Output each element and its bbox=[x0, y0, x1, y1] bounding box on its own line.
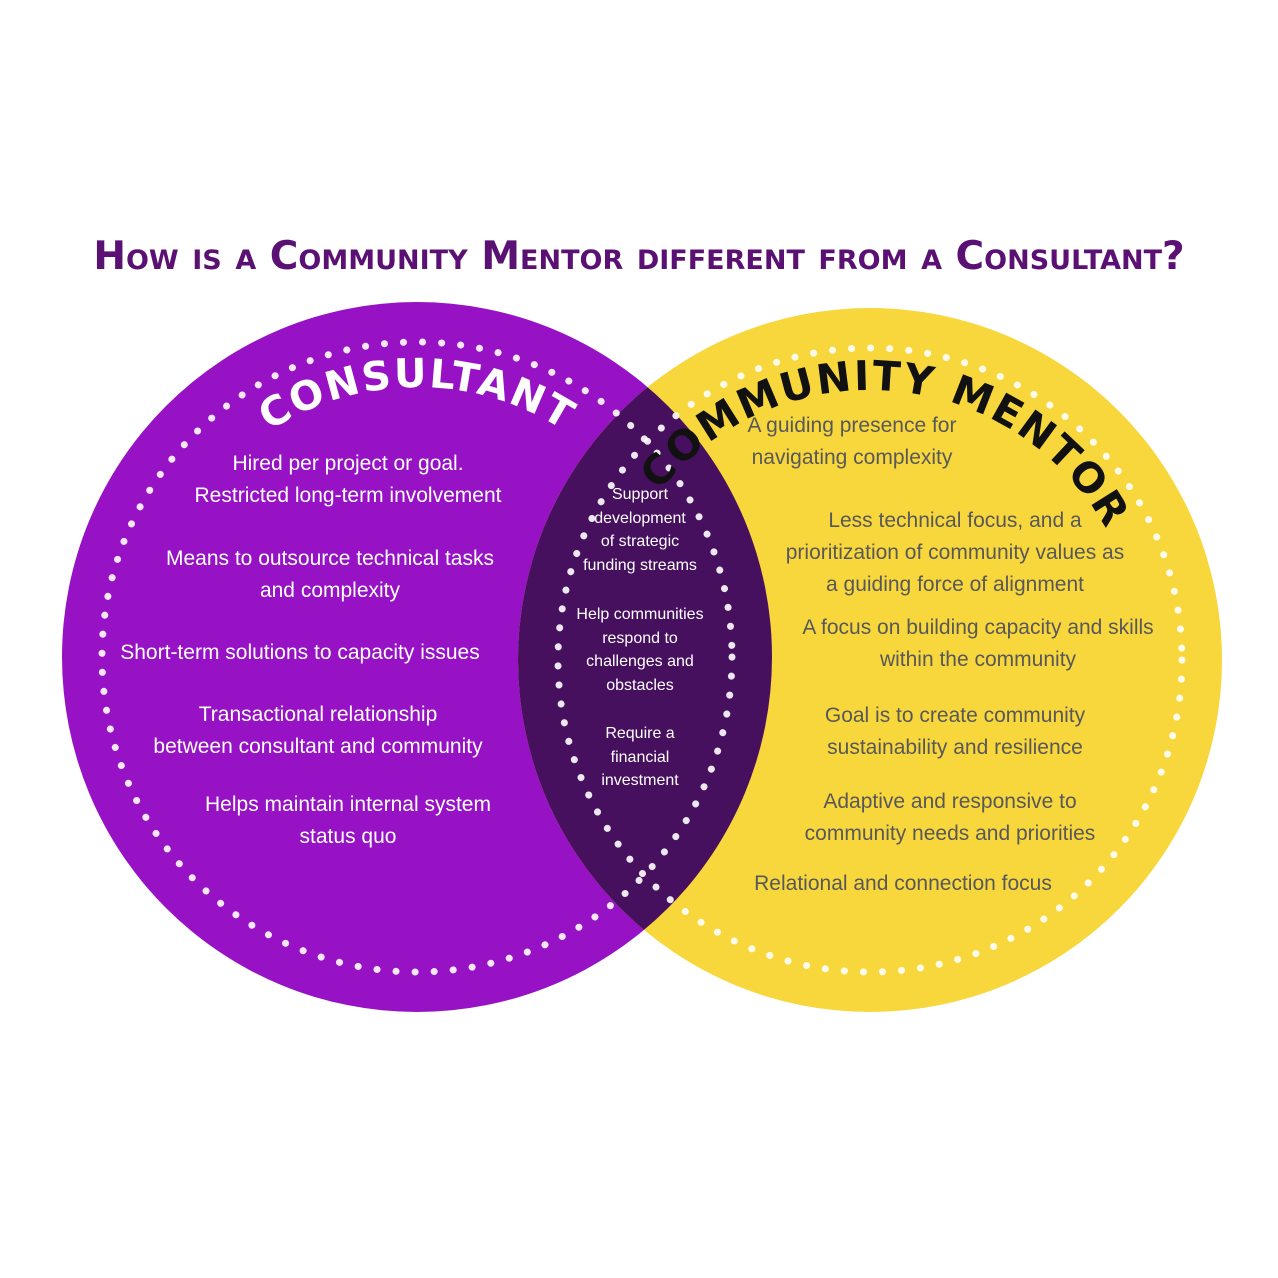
overlap-point-2: Help communities respond to challenges a… bbox=[576, 606, 704, 695]
mentor-point-3: A focus on building capacity and skills … bbox=[802, 616, 1154, 671]
overlap-lens bbox=[518, 308, 772, 1012]
mentor-point-6: Relational and connection focus bbox=[754, 872, 1052, 895]
consultant-point-5: Helps maintain internal system status qu… bbox=[205, 793, 491, 848]
mentor-point-5: Adaptive and responsive to community nee… bbox=[804, 790, 1096, 845]
mentor-dotted-ring bbox=[554, 344, 1186, 976]
consultant-dotted-ring bbox=[98, 338, 736, 976]
consultant-point-4: Transactional relationship between consu… bbox=[153, 703, 483, 758]
mentor-point-2: Less technical focus, and a prioritizati… bbox=[785, 509, 1125, 596]
consultant-point-1: Hired per project or goal. Restricted lo… bbox=[194, 452, 502, 507]
consultant-point-3: Short-term solutions to capacity issues bbox=[120, 641, 480, 664]
consultant-point-2: Means to outsource technical tasks and c… bbox=[165, 547, 494, 602]
mentor-point-4: Goal is to create community sustainabili… bbox=[824, 704, 1086, 759]
overlap-point-3: Require a financial investment bbox=[601, 725, 679, 790]
mentor-point-1: A guiding presence for navigating comple… bbox=[747, 414, 957, 469]
overlap-point-1: Support development of strategic funding… bbox=[583, 486, 697, 575]
page-title: How is a Community Mentor different from… bbox=[93, 234, 1185, 279]
